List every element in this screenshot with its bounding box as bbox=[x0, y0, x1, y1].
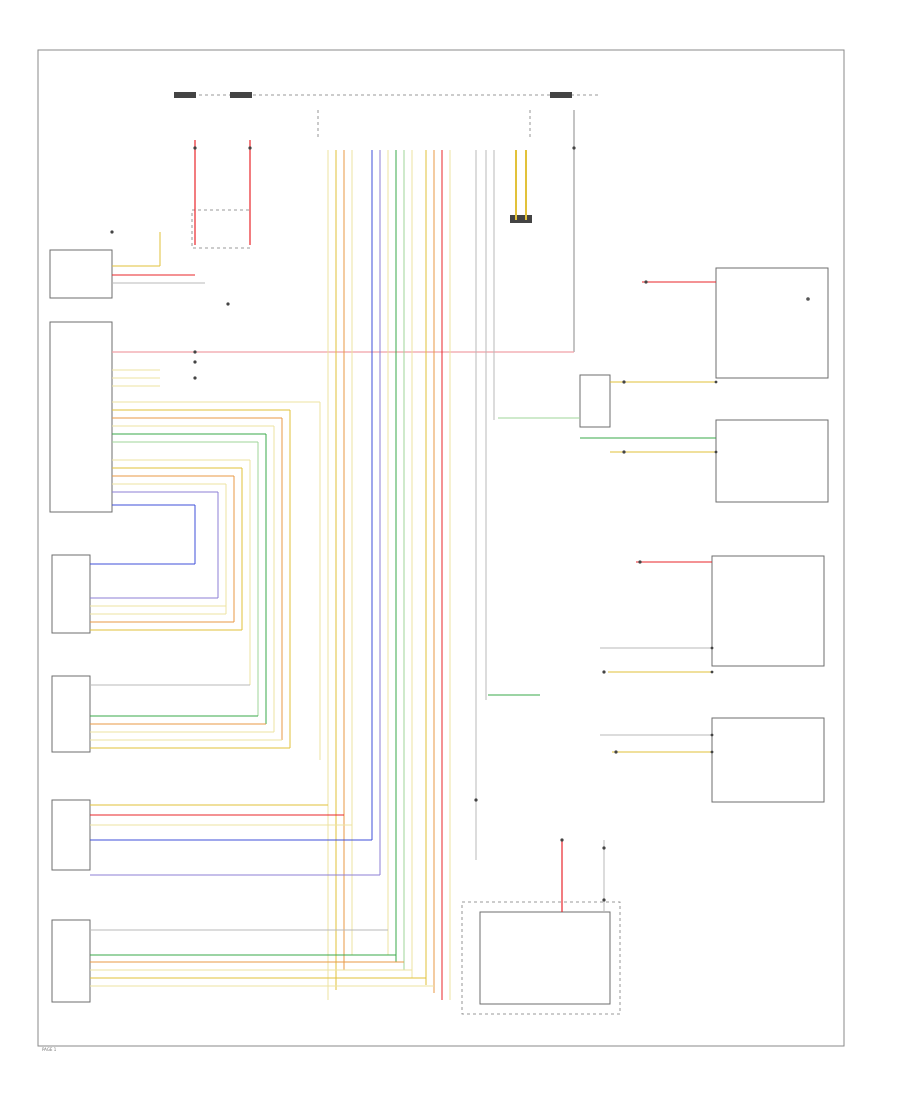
dot-6 bbox=[193, 360, 197, 364]
fuse-header-3 bbox=[550, 92, 572, 98]
passenger-door-switch bbox=[479, 911, 611, 1005]
fuse-header-2 bbox=[230, 92, 252, 98]
driver-front-door-module bbox=[715, 267, 829, 379]
dot-1 bbox=[193, 146, 197, 150]
passenger-window-switch-left bbox=[51, 675, 91, 753]
driver-rear-window-switch bbox=[51, 799, 91, 871]
components bbox=[49, 209, 829, 1015]
dot-14 bbox=[614, 750, 618, 754]
central-module bbox=[49, 321, 113, 513]
fuse-header-1 bbox=[174, 92, 196, 98]
dot-19 bbox=[710, 733, 714, 737]
dot-15 bbox=[714, 380, 718, 384]
passenger-rear-door-module bbox=[711, 717, 825, 803]
dot-17 bbox=[710, 646, 714, 650]
fuse-block-a bbox=[191, 209, 251, 249]
driver-window-switch bbox=[51, 554, 91, 634]
diagram-frame bbox=[37, 49, 845, 1047]
dot-11 bbox=[622, 450, 626, 454]
dot-13 bbox=[602, 670, 606, 674]
dot-7 bbox=[193, 376, 197, 380]
page-label: PAGE 1 bbox=[42, 1047, 57, 1052]
dot-2 bbox=[248, 146, 252, 150]
passenger-door-switch-outer bbox=[461, 901, 621, 1015]
driver-rear-door-module bbox=[715, 419, 829, 503]
left-control-module bbox=[49, 249, 113, 299]
dot-10 bbox=[622, 380, 626, 384]
dot-20 bbox=[710, 750, 714, 754]
connector-dots bbox=[110, 146, 718, 902]
dot-4 bbox=[110, 230, 114, 234]
dot-22 bbox=[602, 846, 606, 850]
dot-21 bbox=[560, 838, 564, 842]
dot-23 bbox=[602, 898, 606, 902]
driver-connector-box bbox=[579, 374, 611, 428]
passenger-front-door-module bbox=[711, 555, 825, 667]
ground-block bbox=[510, 215, 532, 223]
ground-dot bbox=[806, 297, 810, 301]
passenger-rear-window-switch bbox=[51, 919, 91, 1003]
dot-8 bbox=[226, 302, 230, 306]
dot-5 bbox=[193, 350, 197, 354]
dot-18 bbox=[710, 670, 714, 674]
dot-12 bbox=[638, 560, 642, 564]
top-fuse-headers bbox=[174, 92, 810, 301]
dot-24 bbox=[474, 798, 478, 802]
dot-9 bbox=[644, 280, 648, 284]
wires bbox=[90, 110, 716, 1000]
dot-3 bbox=[572, 146, 576, 150]
dot-16 bbox=[714, 450, 718, 454]
